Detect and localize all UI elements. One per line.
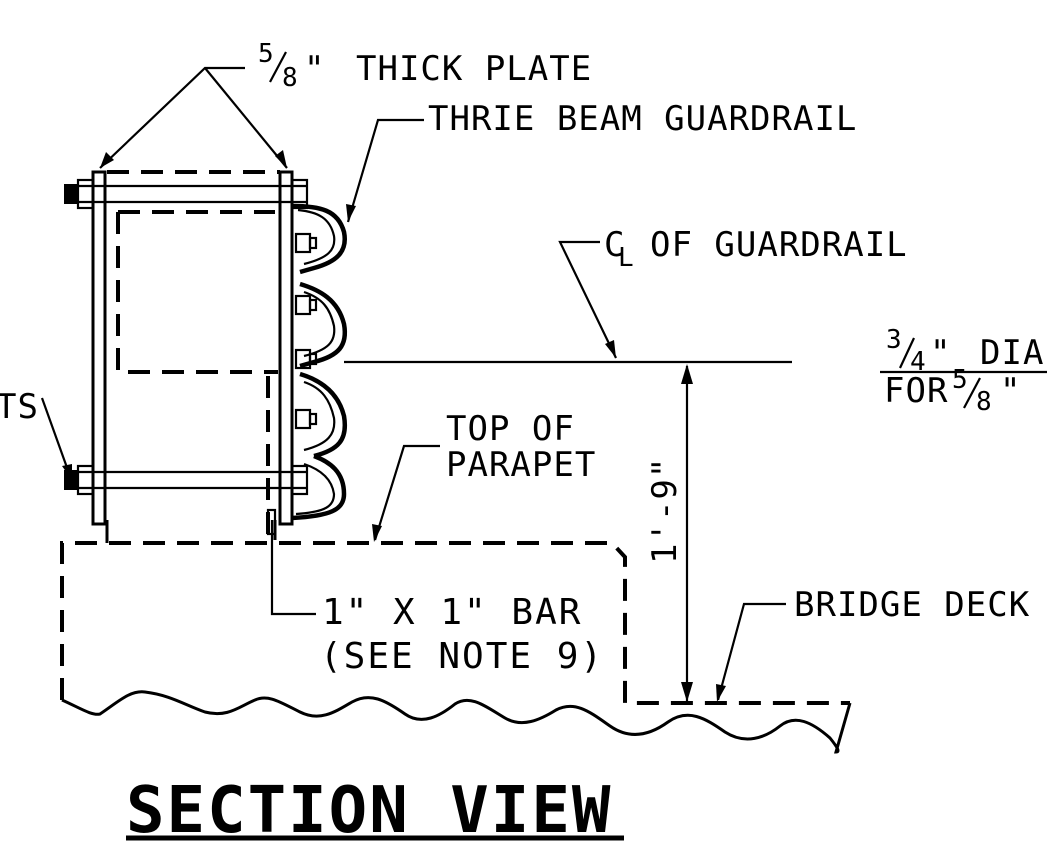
plate-frac-num: 5: [258, 39, 274, 69]
height-dimension: [681, 364, 693, 702]
bottom-nut: [290, 464, 309, 496]
for-text: FOR: [884, 371, 948, 411]
thrie-beam-label: THRIE BEAM GUARDRAIL: [428, 99, 857, 139]
plate-thickness-label: THICK PLATE: [356, 49, 592, 89]
title-text: SECTION VIEW: [126, 774, 612, 846]
bar-line2: (SEE NOTE 9): [320, 636, 604, 677]
right-plate: [278, 170, 294, 526]
bottom-bolt-head: [64, 470, 78, 490]
for-frac-num: 5: [952, 365, 968, 395]
dia-frac-den: 4: [910, 347, 926, 377]
bolts-label-fragment: TS: [0, 387, 39, 427]
bolt-dia-note: 3 4 " DIA FOR 5 8 ": [880, 325, 1047, 417]
plate-inch-mark: ": [304, 49, 325, 89]
thrie-beam: [266, 203, 348, 536]
centerline-text: OF GUARDRAIL: [650, 225, 908, 265]
parapet-outline: [60, 541, 850, 705]
break-line: [61, 690, 852, 754]
leaders: [40, 66, 786, 702]
section-title: SECTION VIEW: [126, 774, 624, 846]
parapet-label: TOP OF PARAPET: [446, 409, 596, 485]
post-assembly: [64, 170, 309, 543]
dia-text: DIA: [980, 333, 1044, 373]
left-plate: [91, 170, 107, 526]
centerline-subscript: L: [618, 243, 634, 273]
for-inch-mark: ": [1000, 371, 1021, 411]
top-bolt-head: [64, 184, 78, 204]
parapet-line2: PARAPET: [446, 445, 596, 485]
plate-frac-den: 8: [282, 63, 298, 93]
for-frac-den: 8: [976, 387, 992, 417]
centerline-symbol: C: [604, 225, 625, 265]
bar-line1: 1" X 1" BAR: [322, 592, 582, 633]
parapet-line1: TOP OF: [446, 409, 575, 449]
centerline-label: C L OF GUARDRAIL: [604, 225, 908, 273]
dia-inch-mark: ": [930, 333, 951, 373]
plate-label: 5 8 " THICK PLATE: [258, 39, 592, 93]
bar-label: 1" X 1" BAR (SEE NOTE 9): [320, 592, 604, 677]
dia-frac-num: 3: [886, 325, 902, 355]
height-dimension-label: 1'-9": [645, 457, 685, 564]
bridge-deck-label: BRIDGE DECK: [794, 585, 1030, 625]
